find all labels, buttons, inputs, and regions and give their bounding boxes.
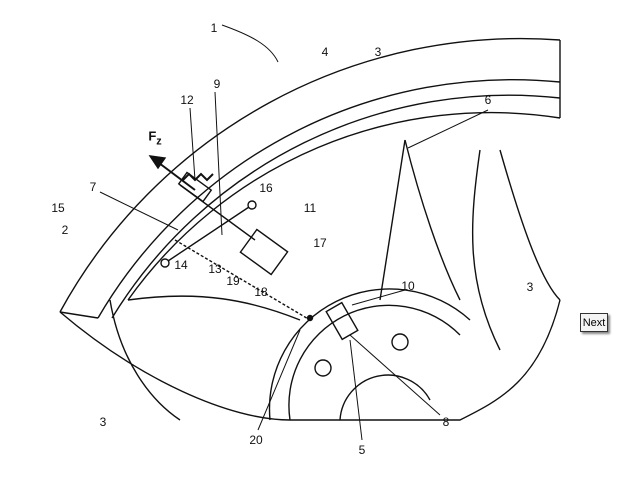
leader-lines (99, 24, 489, 441)
label-11: 11 (303, 201, 317, 215)
label-6: 6 (484, 93, 492, 107)
force-label: Fz (148, 129, 161, 148)
label-19: 19 (226, 274, 240, 288)
label-20: 20 (249, 433, 263, 447)
label-7: 7 (89, 180, 97, 194)
label-10: 10 (401, 279, 415, 293)
hub (59, 288, 561, 421)
label-1: 1 (210, 21, 218, 35)
label-14: 14 (174, 258, 188, 272)
label-16: 16 (259, 181, 273, 195)
force-symbol: F (148, 128, 157, 144)
label-3: 3 (526, 280, 534, 294)
next-button[interactable]: Next (580, 313, 608, 332)
spokes (109, 139, 561, 421)
label-3: 3 (374, 45, 382, 59)
label-17: 17 (313, 236, 327, 250)
label-15: 15 (51, 201, 65, 215)
label-13: 13 (208, 262, 222, 276)
label-4: 4 (321, 45, 329, 59)
label-12: 12 (180, 93, 194, 107)
label-9: 9 (213, 77, 221, 91)
force-subscript: z (156, 135, 162, 148)
force-arrow (148, 155, 196, 191)
label-5: 5 (358, 443, 366, 457)
sensor-assembly (160, 171, 359, 341)
label-18: 18 (254, 285, 268, 299)
wheel-rim (59, 37, 561, 319)
label-8: 8 (442, 415, 450, 429)
label-2: 2 (61, 223, 69, 237)
label-3: 3 (99, 415, 107, 429)
